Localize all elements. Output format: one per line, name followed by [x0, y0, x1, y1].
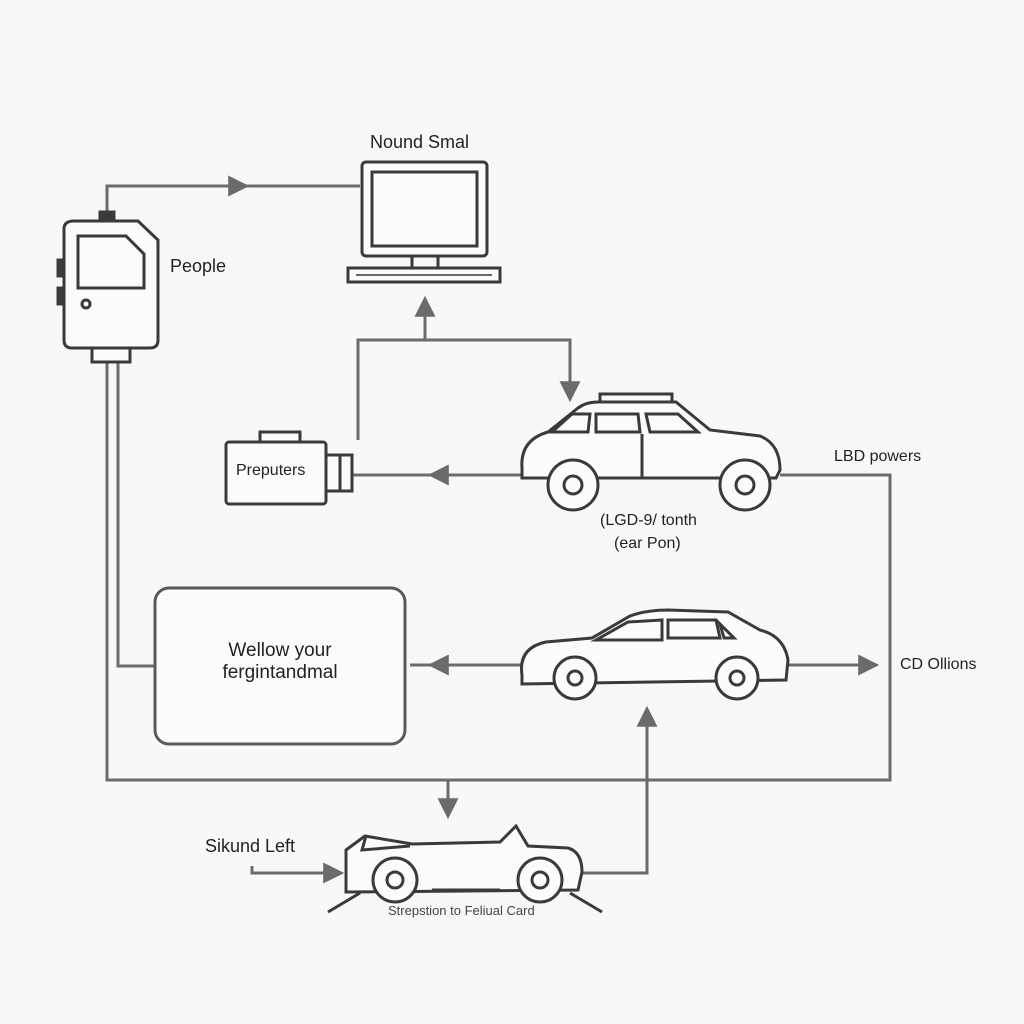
scanner-cable-left: [105, 360, 892, 782]
info-box-text: Wellow your fergintandmal: [155, 640, 405, 684]
info-box: [153, 586, 407, 746]
bottom-caption: Strepstion to Feliual Card: [388, 903, 535, 918]
arrow-sikund-left: [250, 862, 345, 884]
info-box-line2: fergintandmal: [222, 662, 338, 683]
connector-convertible-sedan: [580, 705, 658, 875]
sikund-left-label: Sikund Left: [205, 836, 296, 856]
connector-preputers-monitor: [356, 295, 436, 440]
suv-note-line1: (LGD-9/ tonth: [600, 512, 697, 529]
connector-monitor-suv: [425, 338, 581, 403]
preputers-label: Preputers: [236, 462, 306, 479]
info-box-line1: Wellow your: [228, 640, 332, 661]
sedan-car-icon: [520, 608, 790, 701]
led-powers-label: LBD powers: [834, 448, 922, 465]
suv-car-icon: [520, 392, 782, 512]
cd-ollions-label: CD Ollions: [900, 656, 977, 673]
scanner-label: People: [170, 256, 227, 276]
connector-scanner-monitor: [105, 184, 360, 215]
preputers-device-icon: [224, 430, 354, 506]
scanner-cable-inner: [116, 360, 155, 668]
suv-note-line2: (ear Pon): [614, 535, 681, 552]
scanner-device-icon: [56, 210, 160, 364]
monitor-icon: [346, 160, 502, 284]
monitor-label: Nound Smal: [370, 132, 470, 152]
convertible-car-icon: [327, 823, 603, 914]
